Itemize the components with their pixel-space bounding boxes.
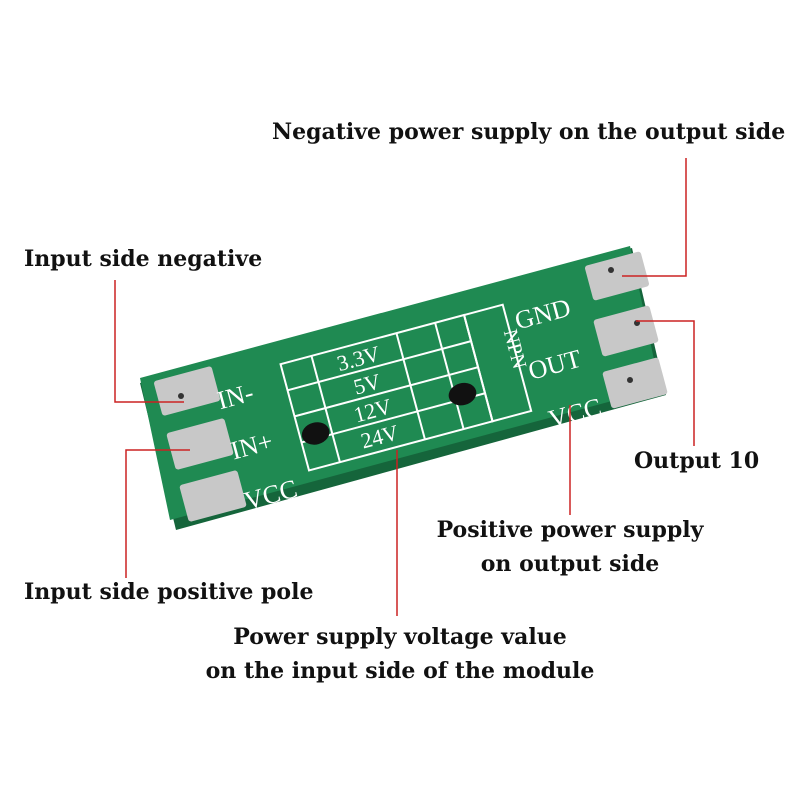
leader-input-negative: [114, 280, 184, 403]
leader-output-negative: [622, 158, 687, 277]
via-hole: [178, 393, 184, 399]
leader-input-positive: [125, 449, 190, 578]
pad-in-positive: [166, 418, 234, 470]
solder-jumper: [448, 382, 477, 406]
label-output-positive: Positive power supply on output side: [436, 517, 704, 577]
label-input-negative: Input side negative: [24, 246, 263, 272]
leader-output-signal: [636, 320, 695, 446]
solder-jumper: [301, 422, 330, 445]
pad-vcc-out: [602, 357, 668, 409]
npn-box: [462, 303, 533, 423]
pad-in-negative: [154, 366, 220, 416]
pad-out: [593, 305, 659, 357]
label-input-positive: Input side positive pole: [24, 579, 314, 605]
via-hole: [627, 377, 633, 383]
pcb-board: [140, 246, 660, 520]
pad-gnd: [585, 251, 649, 301]
label-output-negative: Negative power supply on the output side: [272, 119, 786, 145]
via-hole: [608, 267, 614, 273]
label-output-signal: Output 10: [634, 448, 760, 474]
label-voltage-select: Power supply voltage value on the input …: [205, 624, 595, 684]
pad-vcc-in: [179, 470, 247, 522]
